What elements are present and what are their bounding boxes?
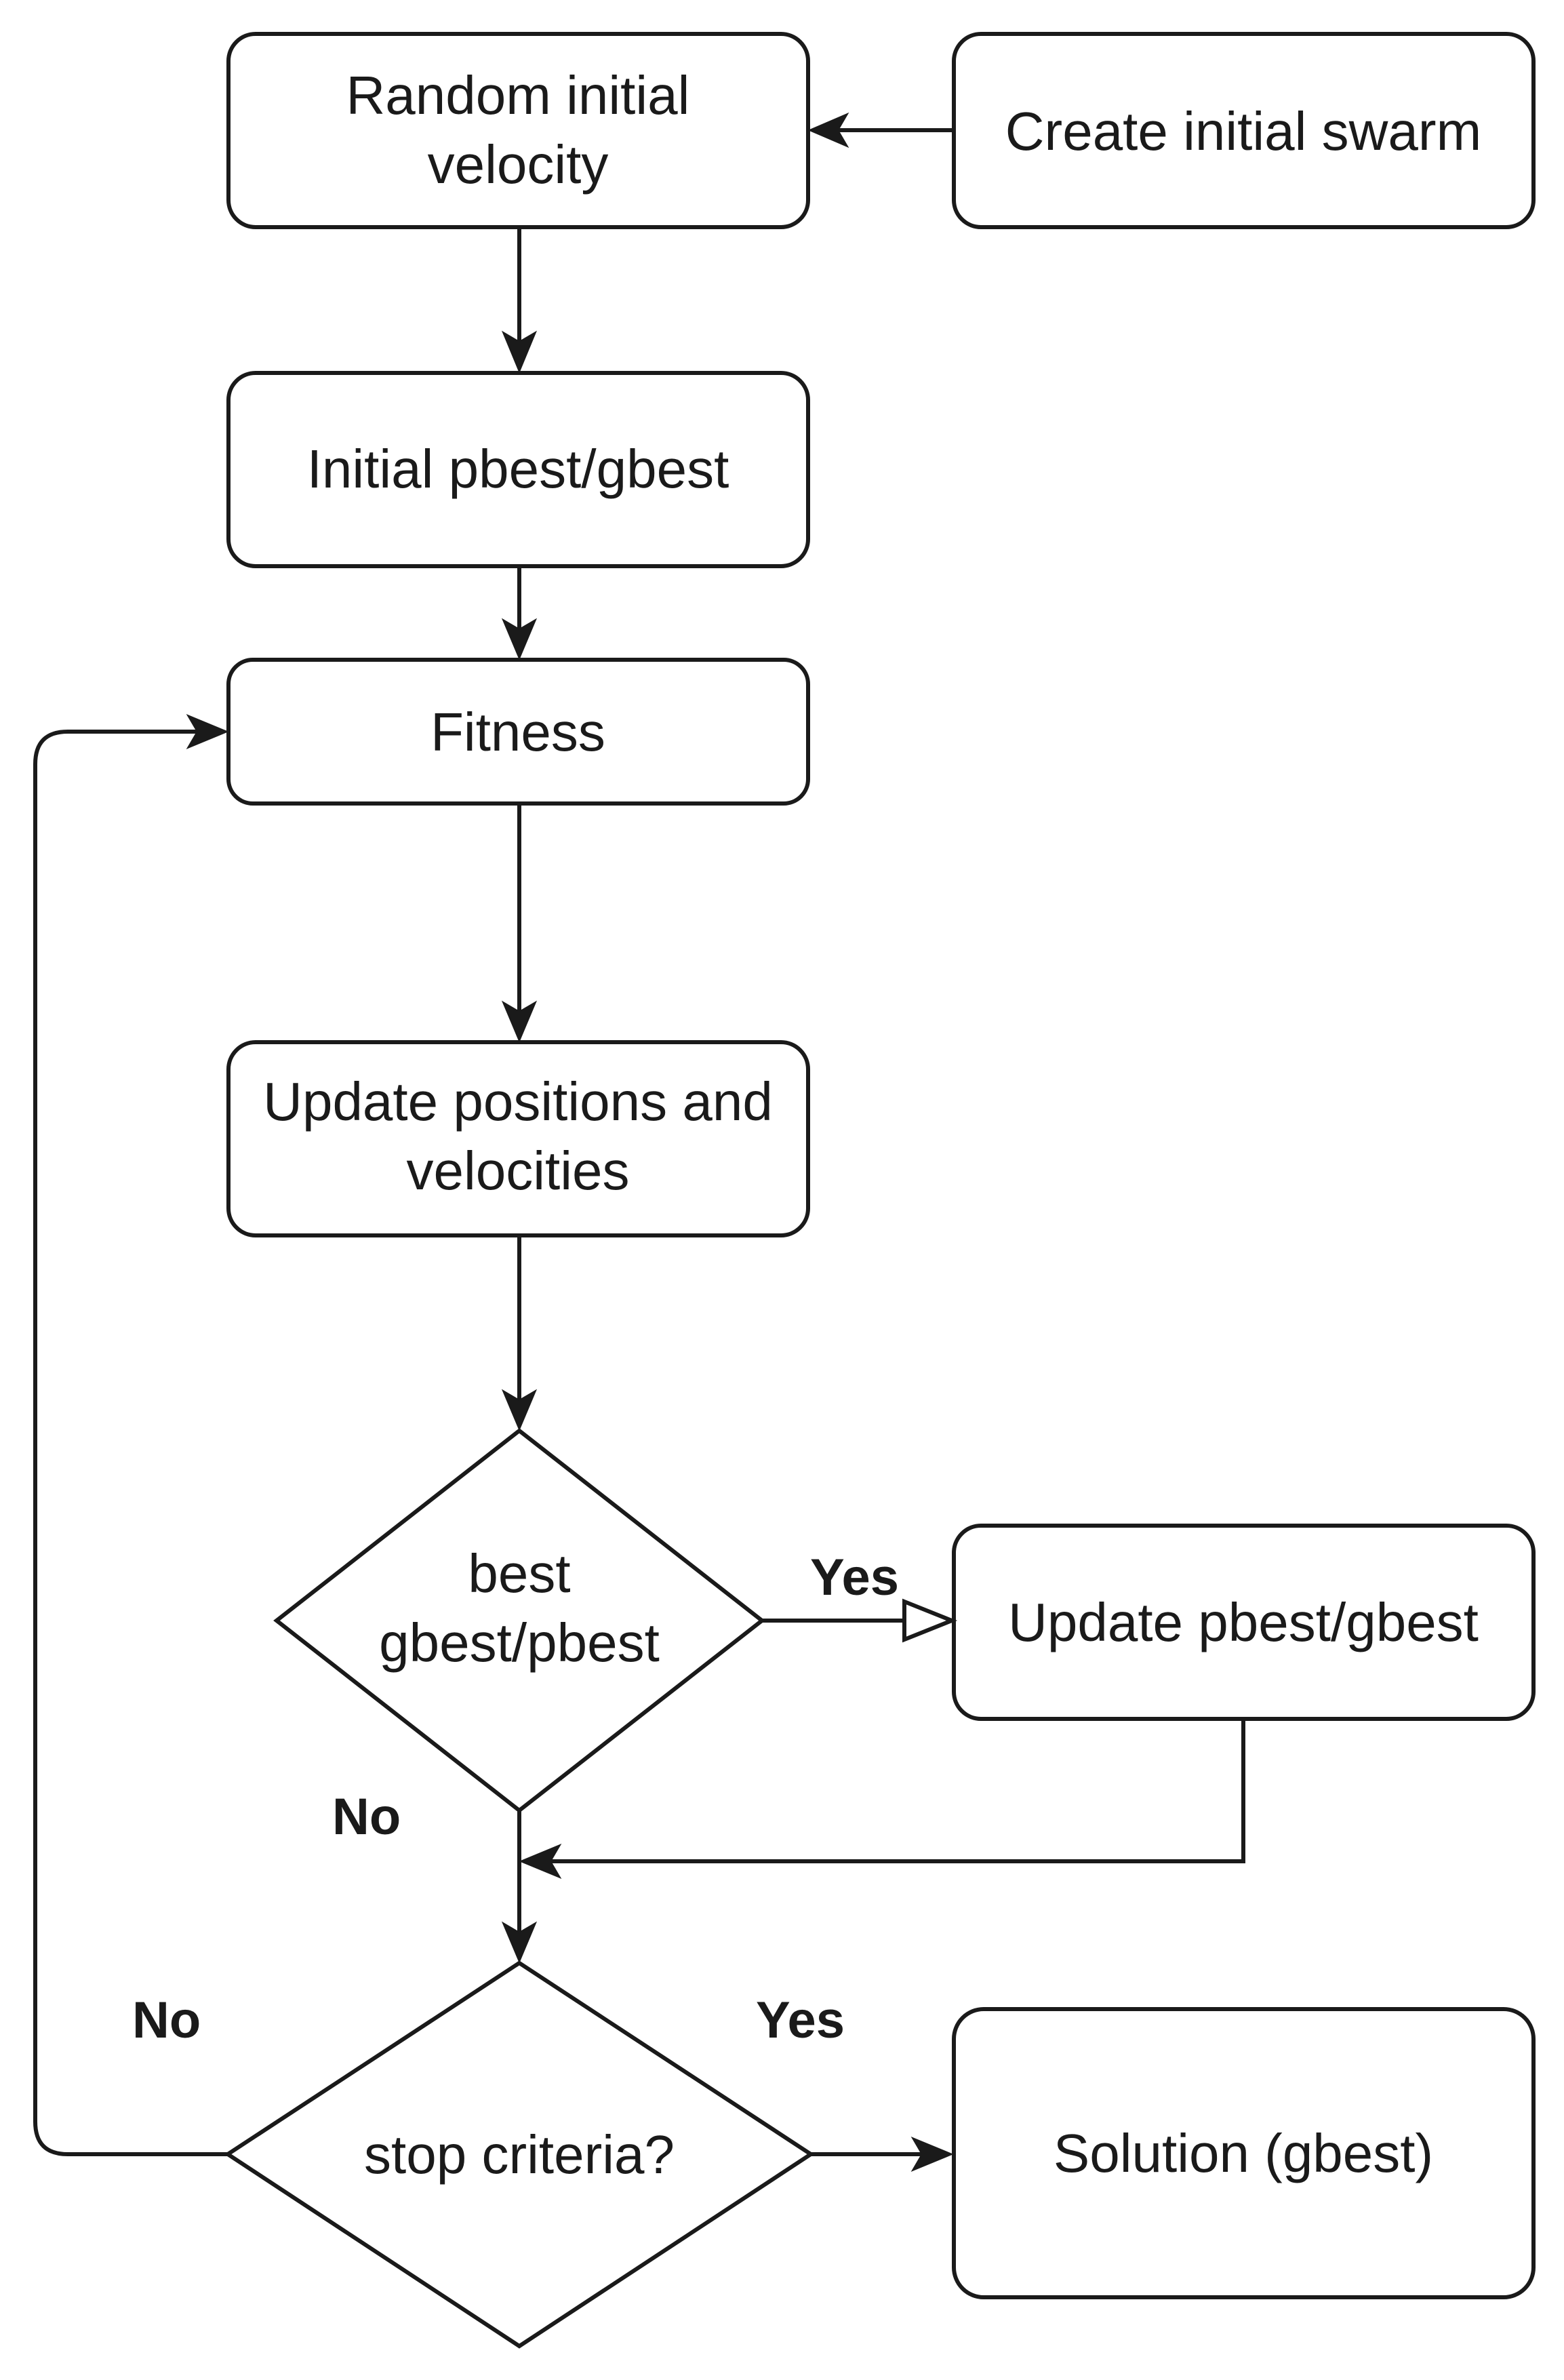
edge-update-positions-to-best-decision [501, 1235, 538, 1431]
edge-velocity-to-initial-best [501, 227, 538, 374]
edge-initial-best-to-fitness [501, 566, 538, 660]
node-update-pbest-gbest-label: Update pbest/gbest [1008, 1592, 1479, 1652]
edge-stop-no-loop-to-fitness [33, 713, 229, 2156]
label-best-yes: Yes [810, 1549, 899, 1606]
node-random-initial-velocity-line1: Random initial [346, 65, 690, 125]
node-fitness: Fitness [226, 658, 810, 806]
label-best-no: No [332, 1788, 401, 1846]
node-solution-gbest: Solution (gbest) [952, 2007, 1536, 2299]
node-fitness-label: Fitness [430, 702, 605, 762]
decision-best-line1: best [468, 1543, 570, 1604]
node-initial-pbest-gbest: Initial pbest/gbest [226, 371, 810, 568]
node-random-initial-velocity-line2: velocity [428, 134, 609, 195]
edge-fitness-to-update-positions [501, 804, 538, 1043]
node-create-initial-swarm-label: Create initial swarm [1005, 101, 1481, 161]
node-initial-pbest-gbest-label: Initial pbest/gbest [307, 439, 729, 499]
node-update-positions-line1: Update positions and [263, 1071, 773, 1132]
label-stop-yes: Yes [756, 1991, 845, 2049]
node-create-initial-swarm: Create initial swarm [952, 32, 1536, 229]
edge-best-no-to-stop-decision [501, 1810, 538, 1964]
decision-stop-criteria-label: stop criteria? [364, 2124, 675, 2185]
label-stop-no: No [132, 1991, 201, 2049]
node-solution-gbest-label: Solution (gbest) [1054, 2123, 1433, 2183]
edge-best-yes-to-update-best [762, 1598, 958, 1643]
edge-stop-yes-to-solution [811, 2136, 954, 2173]
node-random-initial-velocity: Random initial velocity [226, 32, 810, 229]
decision-best-gbest-pbest: best gbest/pbest [273, 1428, 765, 1813]
node-update-positions-line2: velocities [406, 1141, 629, 1201]
node-update-pbest-gbest: Update pbest/gbest [952, 1524, 1536, 1721]
edge-swarm-to-velocity [807, 112, 954, 148]
decision-stop-criteria: stop criteria? [224, 1960, 815, 2349]
decision-best-line2: gbest/pbest [379, 1612, 660, 1673]
node-update-positions-velocities: Update positions and velocities [226, 1040, 810, 1237]
edge-update-best-merge [519, 1719, 1245, 1880]
